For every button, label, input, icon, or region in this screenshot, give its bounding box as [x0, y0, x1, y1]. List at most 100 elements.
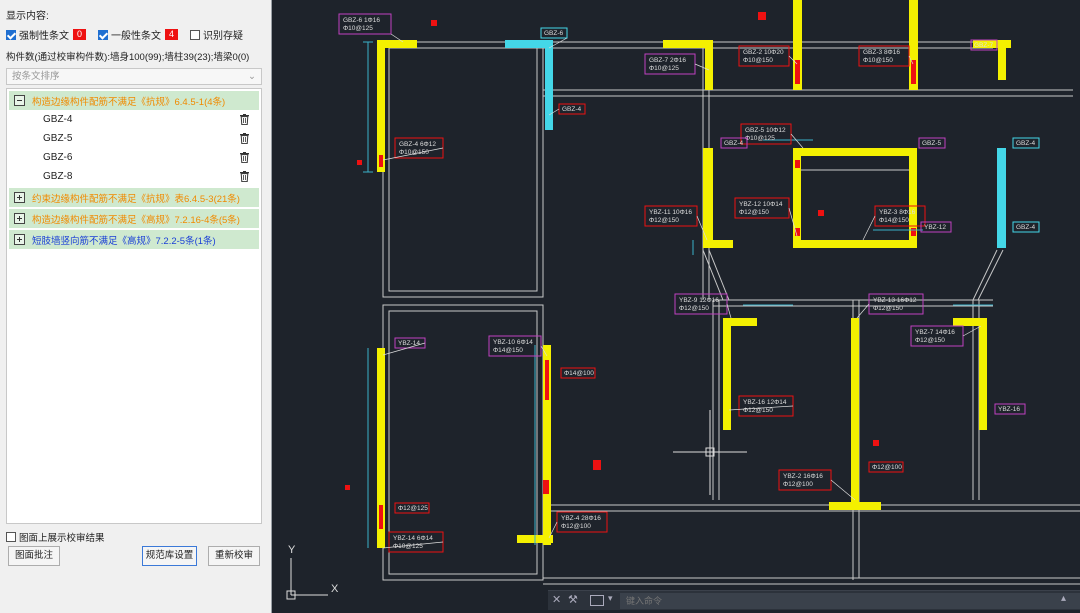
mandatory-clause-checkbox[interactable]	[6, 29, 16, 40]
column-gbz-4a[interactable]	[545, 40, 553, 130]
tree-group-constructive-edge[interactable]: 构造边缘构件配筋不满足《抗规》6.4.5-1(4条)	[9, 91, 259, 110]
column-ybz-7-v[interactable]	[979, 318, 987, 430]
column-ybz-7[interactable]	[953, 318, 983, 326]
rules-settings-button[interactable]: 规范库设置	[142, 546, 197, 566]
svg-text:YBZ-14: YBZ-14	[398, 340, 420, 347]
label-ybz-12b[interactable]: YBZ-12	[920, 221, 952, 233]
tree-item-gbz-4[interactable]: GBZ-4	[7, 110, 261, 129]
command-input[interactable]	[620, 593, 1080, 609]
column-gbz-4c[interactable]	[703, 148, 713, 248]
column-gbz-7b[interactable]	[973, 40, 1011, 48]
show-on-drawing-option[interactable]: 图面上展示校审结果	[6, 530, 105, 544]
filter-checkbox-row: 强制性条文 0 一般性条文 4 识别存疑	[6, 27, 264, 42]
column-ybz-16[interactable]	[723, 318, 731, 430]
tree-item-label: GBZ-4	[43, 114, 73, 125]
column-ybz-2[interactable]	[829, 502, 881, 510]
doubtful-filter[interactable]: 识别存疑	[190, 27, 243, 42]
column-ybz-9[interactable]	[723, 318, 757, 326]
column-gbz-4d[interactable]	[997, 148, 1006, 248]
tree-group-label: 约束边缘构件配筋不满足《抗规》表6.4.5-3(21条)	[32, 193, 240, 205]
label-gbz-4d[interactable]: GBZ-4	[1012, 137, 1040, 149]
tree-item-gbz-6[interactable]: GBZ-6	[7, 148, 261, 167]
label-gbz-4e[interactable]: GBZ-4	[1012, 221, 1040, 233]
show-on-drawing-checkbox[interactable]	[6, 532, 16, 542]
collapse-icon[interactable]	[14, 95, 25, 106]
column-gbz-6[interactable]	[377, 42, 385, 172]
column-gbz-3[interactable]	[909, 0, 918, 90]
column-gbz-7a[interactable]	[663, 40, 713, 48]
chevron-down-icon[interactable]: ▾	[608, 593, 613, 603]
label-gbz-6b[interactable]: GBZ-6	[540, 27, 568, 39]
column-gbz-5-top[interactable]	[793, 148, 913, 156]
column-gbz-6b[interactable]	[505, 40, 545, 48]
label-gbz-7b[interactable]: GBZ-7	[970, 39, 998, 51]
axis-y-label: Y	[288, 544, 296, 556]
column-ybz-11[interactable]	[703, 240, 733, 248]
wall-columns	[377, 0, 1011, 548]
tree-item-gbz-5[interactable]: GBZ-5	[7, 129, 261, 148]
expand-icon[interactable]	[14, 213, 25, 224]
label-gbz-5b[interactable]: GBZ-5	[918, 137, 946, 149]
column-ybz-12[interactable]	[793, 148, 801, 248]
column-gbz-7a-v[interactable]	[705, 40, 713, 90]
recheck-button[interactable]: 重新校审	[208, 546, 260, 566]
column-ybz-14[interactable]	[377, 348, 385, 548]
expand-icon[interactable]	[14, 234, 25, 245]
column-gbz-6-top[interactable]	[377, 40, 417, 48]
label-ybz-16b[interactable]: YBZ-16	[994, 403, 1026, 415]
column-gbz-7b-v[interactable]	[998, 40, 1006, 80]
column-ybz-3-v[interactable]	[909, 148, 917, 248]
tree-group-high-rise-edge[interactable]: 构造边缘构件配筋不满足《高规》7.2.16-4条(5条)	[9, 209, 259, 228]
tree-group-short-wall[interactable]: 短肢墙竖向筋不满足《高规》7.2.2-5条(1条)	[9, 230, 259, 249]
column-ybz-3[interactable]	[793, 240, 917, 248]
annotate-button[interactable]: 图面批注	[8, 546, 60, 566]
trash-icon[interactable]	[240, 114, 249, 125]
column-gbz-2[interactable]	[793, 0, 802, 90]
chevron-up-icon[interactable]: ▴	[1060, 593, 1066, 604]
wrench-icon[interactable]: ⚒	[568, 594, 578, 606]
trash-icon[interactable]	[240, 133, 249, 144]
column-ybz-13[interactable]	[851, 318, 859, 508]
label-n2[interactable]: Φ12@125	[394, 502, 430, 514]
doubtful-checkbox[interactable]	[190, 29, 201, 40]
label-n3[interactable]: Φ12@100	[868, 461, 904, 473]
trash-icon[interactable]	[240, 171, 249, 182]
label-gbz-4a[interactable]: GBZ-4	[558, 103, 586, 115]
general-clause-filter[interactable]: 一般性条文 4	[98, 27, 179, 42]
sort-dropdown[interactable]: 按条文排序 ⌄	[6, 68, 262, 85]
result-tree: 构造边缘构件配筋不满足《抗规》6.4.5-1(4条) GBZ-4 GBZ-5 G…	[6, 88, 262, 524]
label-ybz-14[interactable]: YBZ-14	[394, 337, 426, 349]
label-n1[interactable]: Φ14@100	[560, 367, 596, 379]
tree-group-boundary-edge[interactable]: 约束边缘构件配筋不满足《抗规》表6.4.5-3(21条)	[9, 188, 259, 207]
general-clause-checkbox[interactable]	[98, 29, 109, 40]
expand-icon[interactable]	[14, 192, 25, 203]
mandatory-clause-filter[interactable]: 强制性条文 0	[6, 27, 87, 42]
tree-item-gbz-8[interactable]: GBZ-8	[7, 167, 261, 186]
close-icon[interactable]: ✕	[552, 594, 562, 606]
label-gbz-4c[interactable]: GBZ-4	[720, 137, 748, 149]
trash-icon[interactable]	[240, 152, 249, 163]
command-history-icon[interactable]	[590, 595, 604, 606]
column-ybz-10[interactable]	[543, 345, 551, 545]
